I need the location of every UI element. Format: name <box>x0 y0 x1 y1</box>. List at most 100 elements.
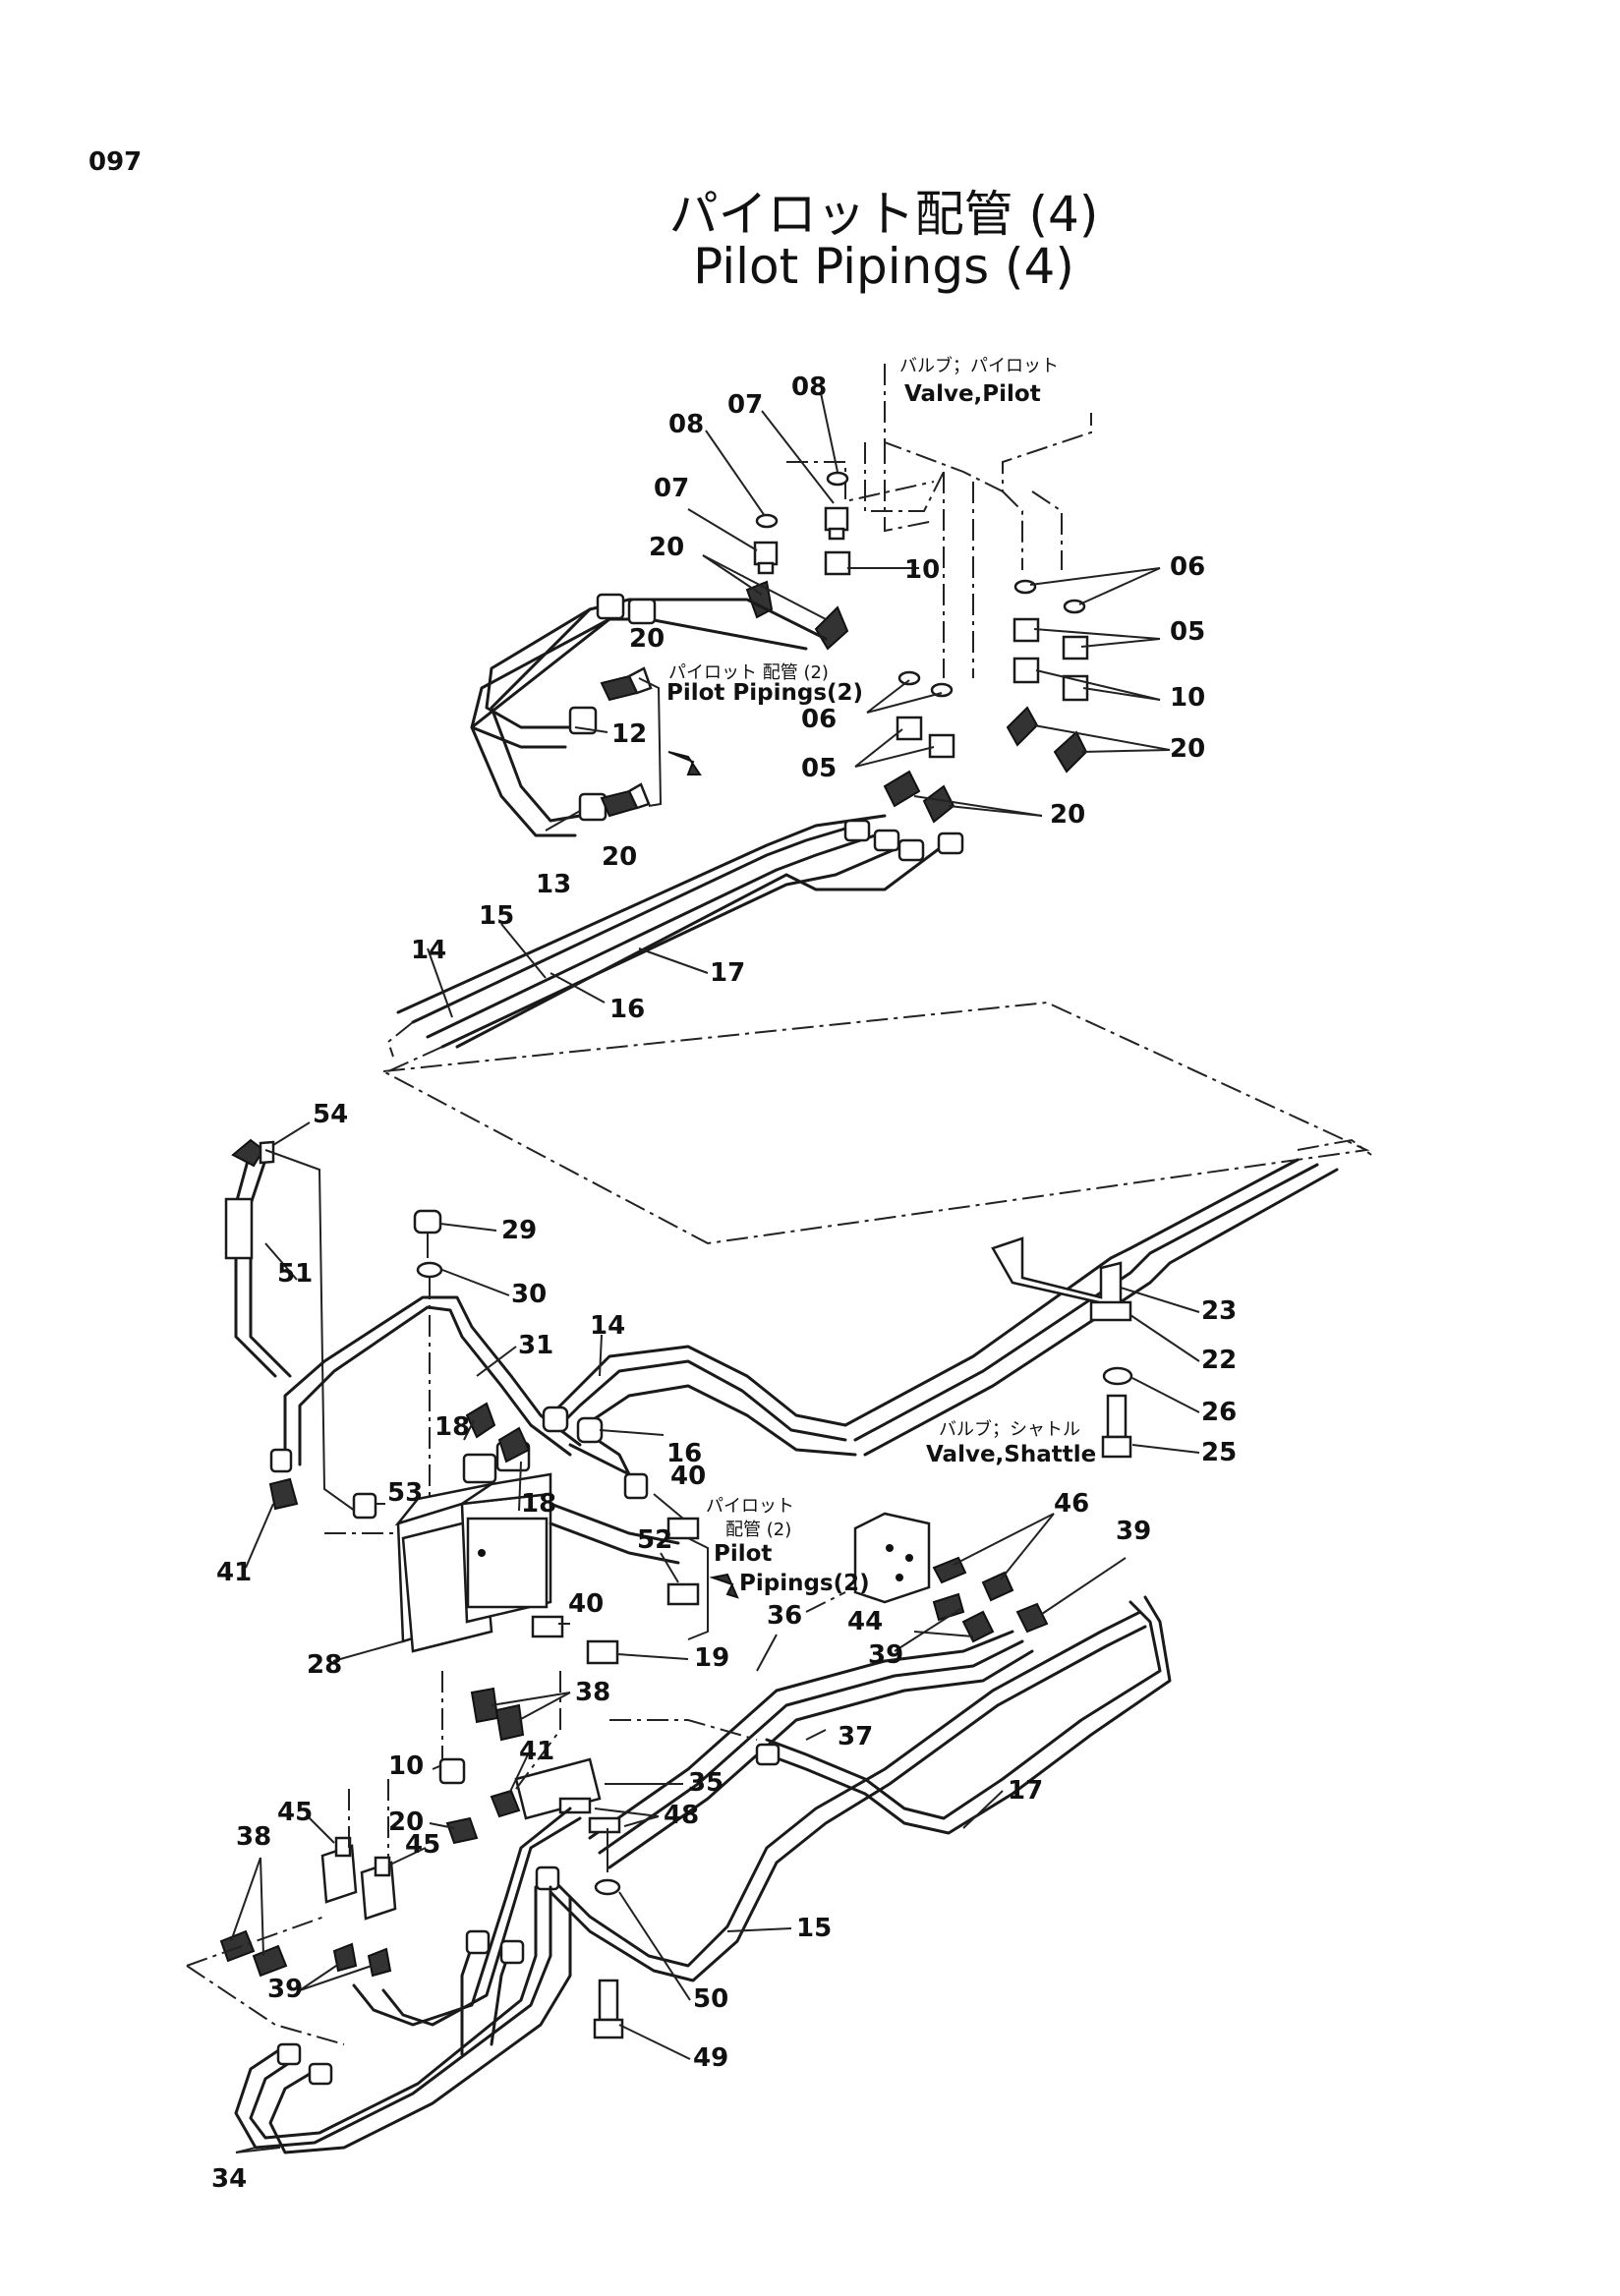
callout-49: 49 <box>693 2043 728 2073</box>
callout-50: 50 <box>693 1984 728 2014</box>
label-valve-shuttle-en: Valve,Shattle <box>926 1442 1096 1467</box>
callout-29: 29 <box>501 1216 537 1245</box>
callout-51: 51 <box>277 1259 313 1289</box>
title-english: Pilot Pipings (4) <box>693 238 1074 295</box>
callout-20: 20 <box>1050 800 1085 830</box>
bracket-23 <box>991 1236 1123 1309</box>
callout-52: 52 <box>637 1525 672 1555</box>
callout-20: 20 <box>602 842 637 872</box>
callout-15: 15 <box>479 901 514 931</box>
lower-assembly <box>186 1138 1372 2154</box>
callout-40: 40 <box>568 1589 604 1619</box>
pipe-37 <box>608 1649 1034 1869</box>
callout-07: 07 <box>654 474 689 503</box>
o-ring-08b <box>826 471 849 487</box>
callout-10: 10 <box>1170 683 1205 713</box>
fitting-53 <box>352 1492 377 1520</box>
callout-39: 39 <box>868 1640 903 1670</box>
pipe-to-40 <box>549 1502 680 1545</box>
callout-38: 38 <box>575 1678 610 1707</box>
bolt-29 <box>413 1209 442 1234</box>
hose-fitting-51 <box>224 1197 254 1260</box>
callout-20: 20 <box>649 533 684 562</box>
fitting-39a <box>961 1610 995 1643</box>
fitting-38c <box>219 1929 256 1963</box>
fitting-39b <box>1015 1602 1049 1634</box>
fitting-46b <box>981 1571 1014 1602</box>
fitting-38d <box>252 1944 288 1978</box>
fitting-46a <box>932 1556 967 1584</box>
arrow-pilot-pipings-lower <box>709 1573 739 1599</box>
callout-06: 06 <box>801 705 837 734</box>
label-pilot-pipings-lower-jp1: パイロット <box>706 1496 794 1517</box>
callout-14: 14 <box>590 1311 625 1341</box>
callout-28: 28 <box>307 1650 342 1680</box>
pipe-12 <box>485 598 828 729</box>
callout-06: 06 <box>1170 552 1205 582</box>
callout-16: 16 <box>609 995 645 1024</box>
upper-assembly <box>386 364 1092 1072</box>
adapter-07a <box>753 541 779 566</box>
callout-20: 20 <box>1170 734 1205 764</box>
callout-31: 31 <box>518 1331 553 1360</box>
bolt-49 <box>598 1979 619 2022</box>
connection-plane <box>379 1001 1370 1245</box>
pipe-16-upper <box>440 843 906 1049</box>
label-pilot-pipings-lower-jp2: 配管 (2) <box>725 1520 791 1540</box>
callout-16: 16 <box>666 1439 702 1468</box>
callout-45: 45 <box>277 1798 313 1827</box>
callout-40: 40 <box>670 1462 706 1491</box>
callout-44: 44 <box>847 1607 883 1636</box>
callout-48: 48 <box>664 1801 699 1830</box>
callout-17: 17 <box>1008 1776 1043 1806</box>
callout-20: 20 <box>388 1808 424 1837</box>
elbow-41a <box>268 1477 299 1511</box>
callout-34: 34 <box>211 2164 247 2194</box>
callout-19: 19 <box>694 1643 729 1673</box>
nut-10d <box>438 1757 466 1785</box>
label-valve-pilot-jp: バルブ；パイロット <box>899 355 1059 376</box>
shuttle-block <box>853 1512 931 1604</box>
callout-45: 45 <box>405 1830 440 1860</box>
fitting-40b <box>531 1615 564 1638</box>
o-ring-06a <box>1013 579 1037 595</box>
pipe-14-lower <box>549 1345 847 1427</box>
label-valve-pilot-en: Valve,Pilot <box>904 381 1041 407</box>
washer-50 <box>594 1878 621 1896</box>
fitting-44 <box>932 1592 965 1622</box>
nut-10a <box>824 550 851 576</box>
elbow-18b <box>497 1426 531 1464</box>
callout-41: 41 <box>519 1737 554 1766</box>
o-ring-06c <box>897 670 921 686</box>
elbow-20i <box>445 1816 479 1845</box>
pipe-15-upper <box>426 833 877 1039</box>
callout-30: 30 <box>511 1280 547 1309</box>
fitting-38b <box>494 1703 525 1742</box>
label-pilot-pipings-upper-jp: パイロット 配管 (2) <box>668 662 829 683</box>
callout-08: 08 <box>668 410 704 439</box>
callout-10: 10 <box>388 1751 424 1781</box>
elbow-20e <box>1006 706 1039 747</box>
pipe-31 <box>283 1295 582 1466</box>
pipe-14-upper <box>411 824 857 1024</box>
callout-35: 35 <box>688 1768 723 1798</box>
callout-37: 37 <box>838 1722 873 1751</box>
washer-26 <box>1102 1366 1133 1386</box>
elbow-54 <box>259 1140 275 1165</box>
label-pilot-pipings-lower-en2: Pipings(2) <box>739 1571 870 1596</box>
pipe-15-lower <box>549 1610 1142 1968</box>
callout-05: 05 <box>1170 617 1205 647</box>
callout-25: 25 <box>1201 1438 1237 1467</box>
adapter-05d <box>928 733 955 759</box>
label-pilot-pipings-lower-en1: Pilot <box>714 1541 772 1567</box>
o-ring-06b <box>1063 599 1086 614</box>
pipe-34b <box>268 1895 572 2154</box>
callout-08: 08 <box>791 373 827 402</box>
fitting-39d <box>367 1947 392 1978</box>
adapter-07b <box>824 506 849 532</box>
o-ring-08a <box>755 513 779 529</box>
elbow-20h <box>922 784 955 824</box>
callout-38: 38 <box>236 1822 271 1852</box>
callout-22: 22 <box>1201 1346 1237 1375</box>
